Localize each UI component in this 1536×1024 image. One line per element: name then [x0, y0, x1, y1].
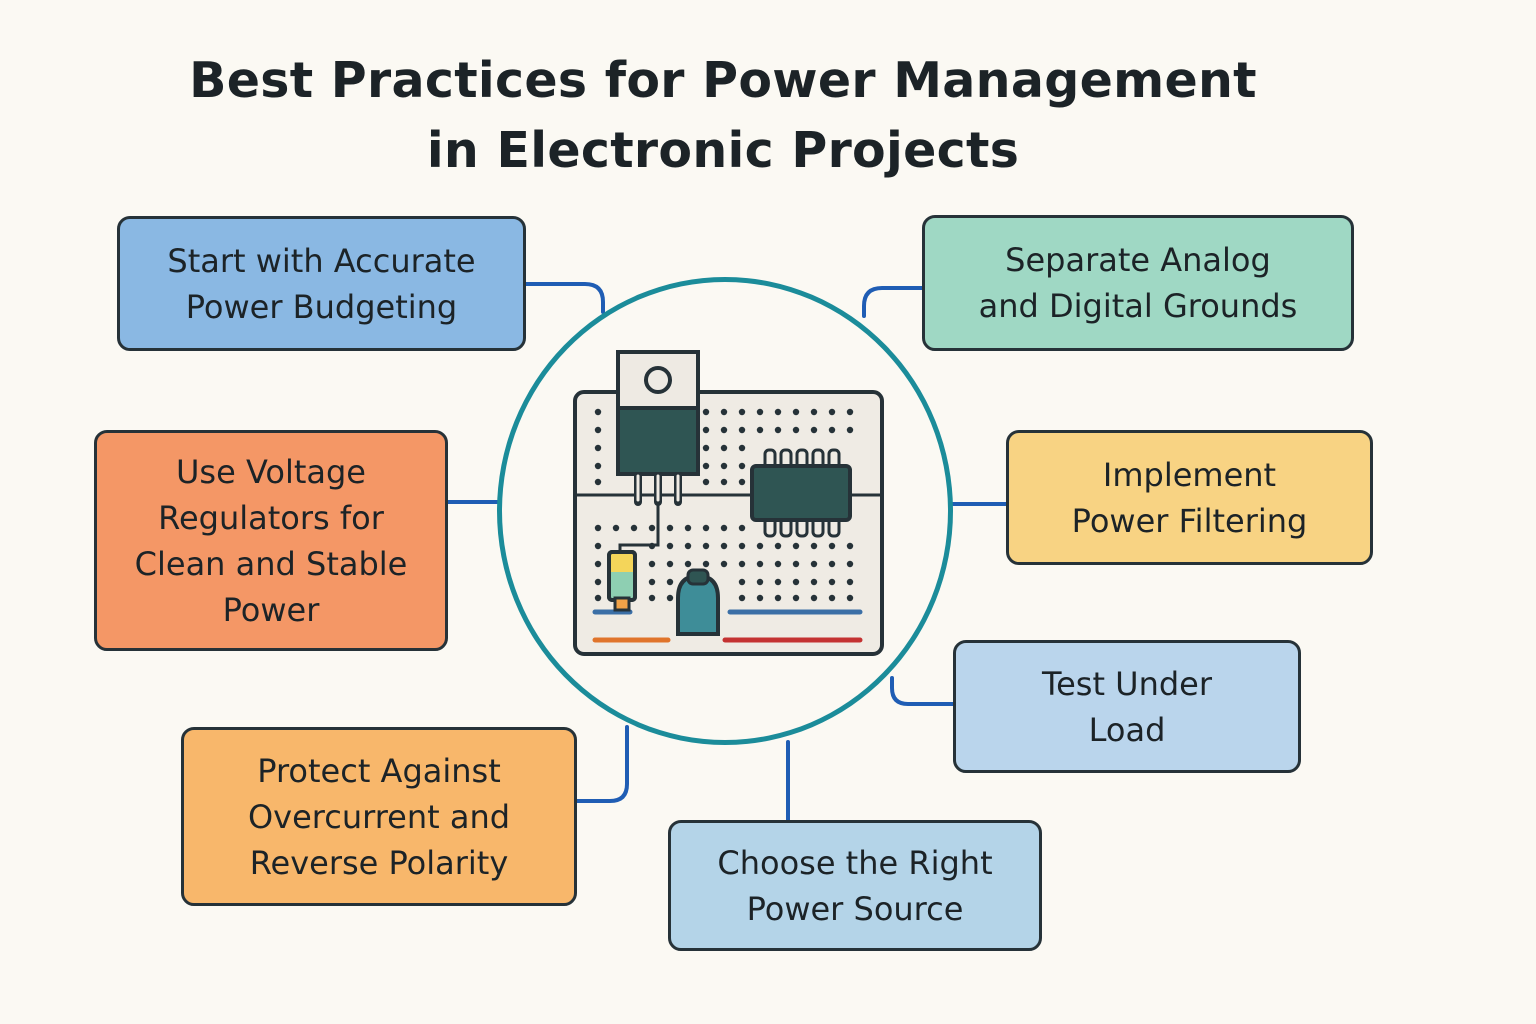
card-text-line: Use Voltage	[176, 452, 366, 491]
card-overcurrent-protection: Protect Against Overcurrent and Reverse …	[181, 727, 577, 906]
connector-test-under-load	[890, 676, 957, 706]
card-text-line: Test Under	[1041, 664, 1213, 703]
card-text-line: and Digital Grounds	[978, 287, 1298, 325]
card-text-line: Implement	[1102, 455, 1277, 494]
card-text-line: Power Budgeting	[185, 287, 458, 326]
card-text-line: Clean and Stable	[134, 544, 408, 583]
card-text-line: Separate Analog	[1005, 241, 1271, 279]
card-text-line: Power Source	[746, 889, 964, 928]
resistor-icon	[607, 550, 637, 612]
card-power-budgeting: Start with Accurate Power Budgeting	[117, 216, 526, 351]
card-power-filtering: Implement Power Filtering	[1006, 430, 1373, 565]
card-text-line: Regulators for	[158, 498, 384, 537]
card-test-under-load: Test Under Load	[953, 640, 1301, 773]
connector-separate-grounds	[862, 286, 924, 318]
card-separate-grounds: Separate Analog and Digital Grounds	[922, 215, 1354, 351]
card-text-line: Overcurrent and	[247, 797, 511, 836]
card-voltage-regulators: Use Voltage Regulators for Clean and Sta…	[94, 430, 448, 651]
connector-overcurrent-protection	[575, 725, 629, 803]
ic-chip-icon	[750, 448, 852, 538]
card-text-line: Choose the Right	[717, 843, 993, 882]
card-text-line: Protect Against	[257, 751, 501, 790]
card-text-line: Reverse Polarity	[249, 843, 509, 882]
card-text-line: Power Filtering	[1071, 501, 1308, 540]
card-text-line: Start with Accurate	[167, 241, 476, 280]
capacitor-icon	[676, 568, 720, 636]
title-line-2: in Electronic Projects	[426, 122, 1020, 179]
card-power-source: Choose the Right Power Source	[668, 820, 1042, 951]
breadboard-icon	[573, 350, 884, 656]
connector-power-budgeting	[524, 282, 605, 314]
voltage-regulator-icon	[616, 350, 700, 555]
title-line-1: Best Practices for Power Management	[189, 52, 1257, 109]
card-text-line: Load	[1088, 710, 1166, 749]
diagram-title: Best Practices for Power Management in E…	[0, 46, 1446, 186]
card-text-line: Power	[222, 590, 320, 629]
